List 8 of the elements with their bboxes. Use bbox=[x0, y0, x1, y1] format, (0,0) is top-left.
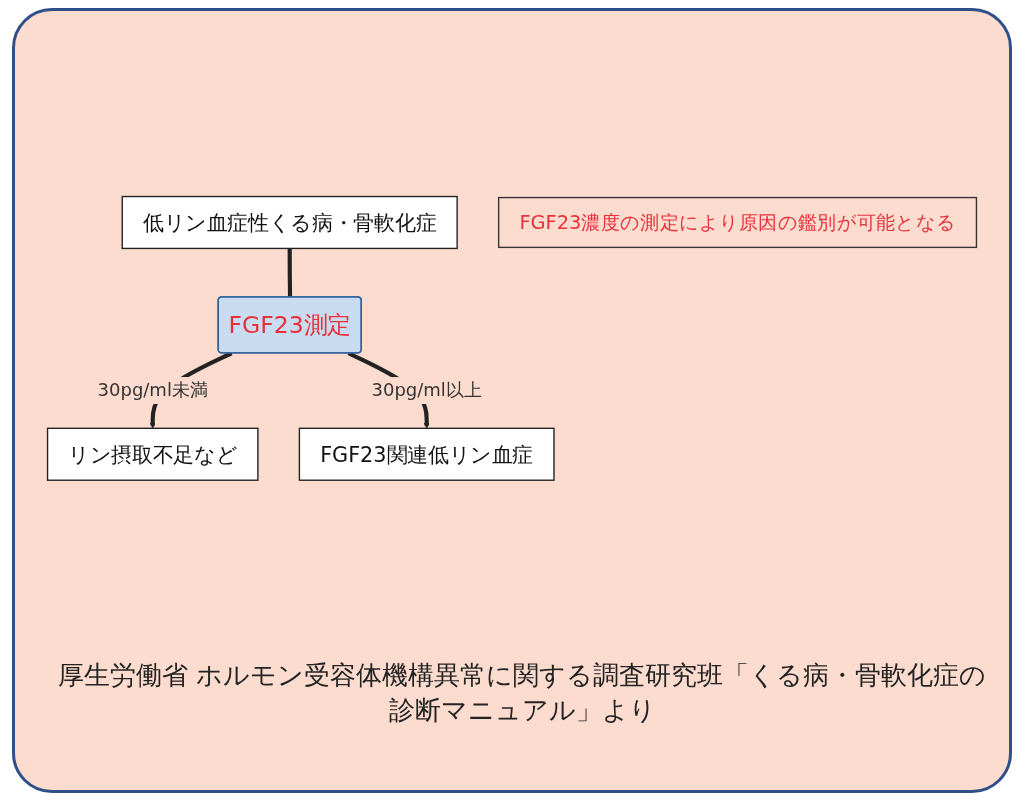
node-box: FGF23関連低リン血症 bbox=[298, 427, 555, 481]
source-note: 厚生労働省 ホルモン受容体機構異常に関する調査研究班「くる病・骨軟化症の診断マニュアル」より bbox=[56, 659, 988, 727]
node-box: リン摂取不足など bbox=[46, 427, 259, 481]
node-box: FGF23濃度の測定により原因の鑑別が可能となる bbox=[497, 196, 978, 248]
edge-label: 30pg/ml以上 bbox=[371, 379, 482, 401]
node-box: 低リン血症性くる病・骨軟化症 bbox=[121, 195, 458, 249]
connector bbox=[287, 248, 293, 297]
edge-label: 30pg/ml未満 bbox=[97, 379, 208, 401]
